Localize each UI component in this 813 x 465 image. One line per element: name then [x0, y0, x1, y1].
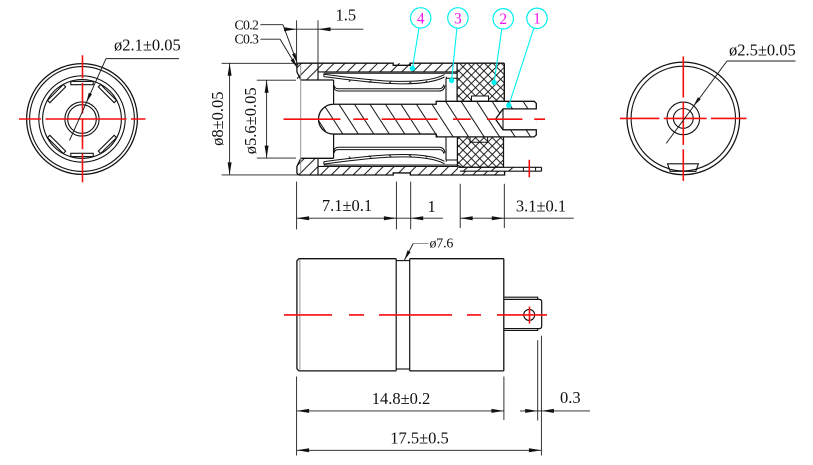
svg-text:3.1±0.1: 3.1±0.1	[516, 196, 566, 215]
svg-text:3: 3	[454, 10, 462, 27]
svg-text:ø7.6: ø7.6	[430, 237, 454, 252]
svg-text:14.8±0.2: 14.8±0.2	[372, 389, 431, 408]
svg-text:ø8±0.05: ø8±0.05	[208, 91, 227, 145]
svg-text:1: 1	[533, 11, 541, 28]
svg-text:ø2.1±0.05: ø2.1±0.05	[114, 35, 181, 54]
svg-text:C0.3: C0.3	[235, 32, 259, 47]
svg-text:2: 2	[499, 11, 507, 28]
svg-text:0.3: 0.3	[560, 388, 581, 407]
svg-text:17.5±0.5: 17.5±0.5	[390, 429, 449, 448]
svg-text:C0.2: C0.2	[235, 17, 259, 32]
svg-text:7.1±0.1: 7.1±0.1	[322, 196, 372, 215]
svg-text:ø5.6±0.05: ø5.6±0.05	[241, 87, 260, 154]
svg-text:4: 4	[417, 10, 425, 27]
svg-text:ø2.5±0.05: ø2.5±0.05	[729, 41, 796, 60]
svg-text:1.5: 1.5	[335, 5, 356, 24]
svg-text:1: 1	[427, 197, 435, 216]
